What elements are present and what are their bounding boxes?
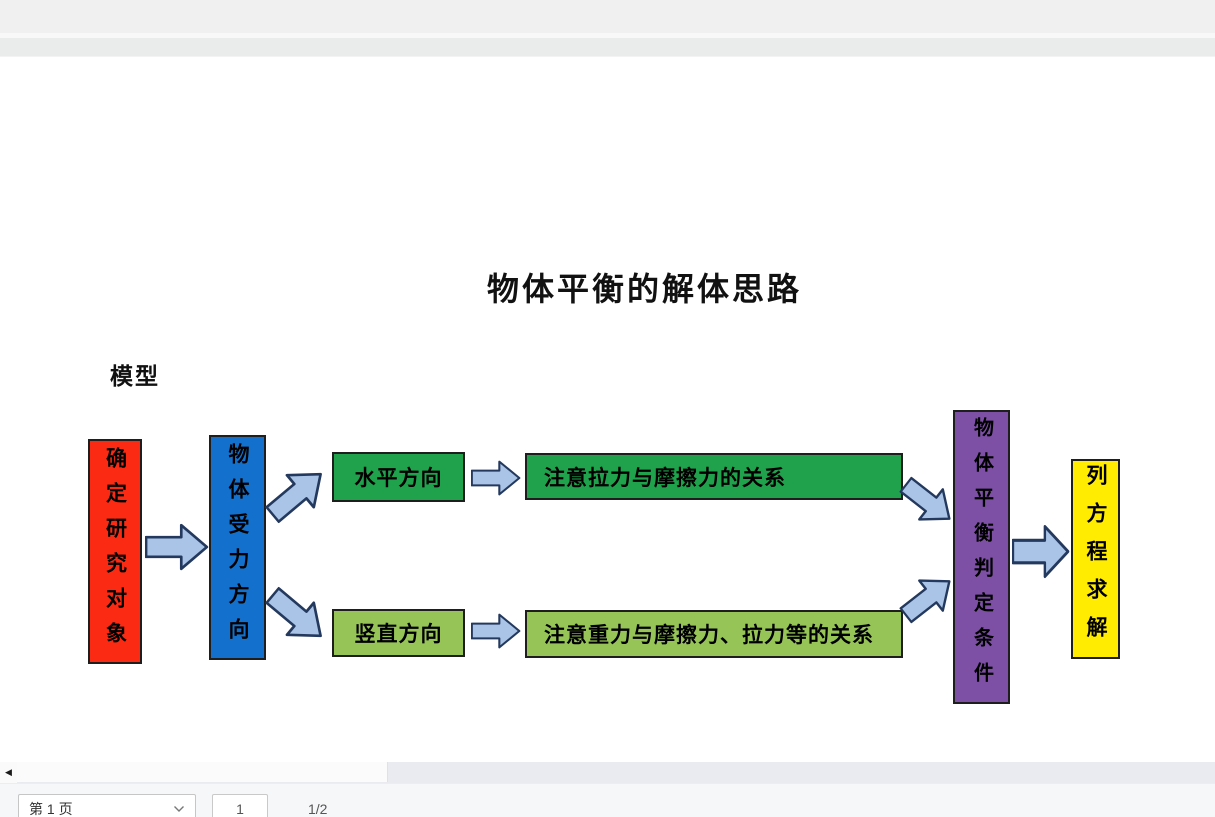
node-force-direction: 物体受力方向 (209, 435, 266, 660)
arrow-up-right-icon (257, 455, 337, 533)
node-horizontal-direction-label: 水平方向 (354, 467, 443, 490)
node-vertical-note-label: 注意重力与摩擦力、拉力等的关系 (544, 624, 874, 647)
node-solve-equations: 列方程求解 (1071, 459, 1120, 659)
chevron-down-icon (173, 805, 185, 813)
node-equilibrium-condition: 物体平衡判定条件 (953, 410, 1010, 704)
node-vertical-direction: 竖直方向 (332, 609, 465, 657)
arrow-down-right-icon (257, 577, 337, 655)
horizontal-scrollbar[interactable]: ◀ (0, 762, 1215, 783)
page-selector-dropdown[interactable]: 第 1 页 (18, 794, 196, 817)
arrow-right-icon (471, 460, 521, 496)
node-solve-equations-label: 列方程求解 (1084, 464, 1107, 654)
node-horizontal-note: 注意拉力与摩擦力的关系 (525, 453, 903, 500)
toolbar-area (0, 0, 1215, 33)
status-bar: 第 1 页 1 1/2 (0, 783, 1215, 817)
slide-title: 物体平衡的解体思路 (487, 271, 803, 307)
scroll-left-icon: ◀ (5, 767, 12, 777)
page-number-value: 1 (236, 801, 244, 817)
toolbar-divider (0, 33, 1215, 38)
node-determine-object-label: 确定研究对象 (103, 446, 127, 657)
node-vertical-note: 注意重力与摩擦力、拉力等的关系 (525, 610, 903, 658)
scrollbar-thumb[interactable] (17, 762, 388, 782)
arrow-down-right-icon (892, 468, 964, 537)
node-horizontal-note-label: 注意拉力与摩擦力的关系 (544, 466, 786, 490)
node-equilibrium-condition-label: 物体平衡判定条件 (970, 417, 993, 697)
scroll-left-button[interactable]: ◀ (0, 762, 17, 783)
node-vertical-direction-label: 竖直方向 (354, 623, 443, 646)
arrow-right-icon (1012, 524, 1070, 579)
page-selector-label: 第 1 页 (29, 801, 73, 817)
arrow-right-icon (145, 523, 209, 571)
node-determine-object: 确定研究对象 (88, 439, 142, 664)
page-number-input[interactable]: 1 (212, 794, 268, 817)
document-canvas: 物体平衡的解体思路 模型 确定研究对象 物体受力方向 水平方向 注意拉力与摩擦力… (0, 57, 1215, 762)
arrow-right-icon (471, 613, 521, 649)
node-horizontal-direction: 水平方向 (332, 452, 465, 502)
arrow-up-right-icon (892, 564, 964, 633)
node-force-direction-label: 物体受力方向 (226, 442, 249, 653)
model-label: 模型 (110, 363, 160, 389)
page-count: 1/2 (308, 801, 328, 817)
ribbon-area (0, 38, 1215, 57)
